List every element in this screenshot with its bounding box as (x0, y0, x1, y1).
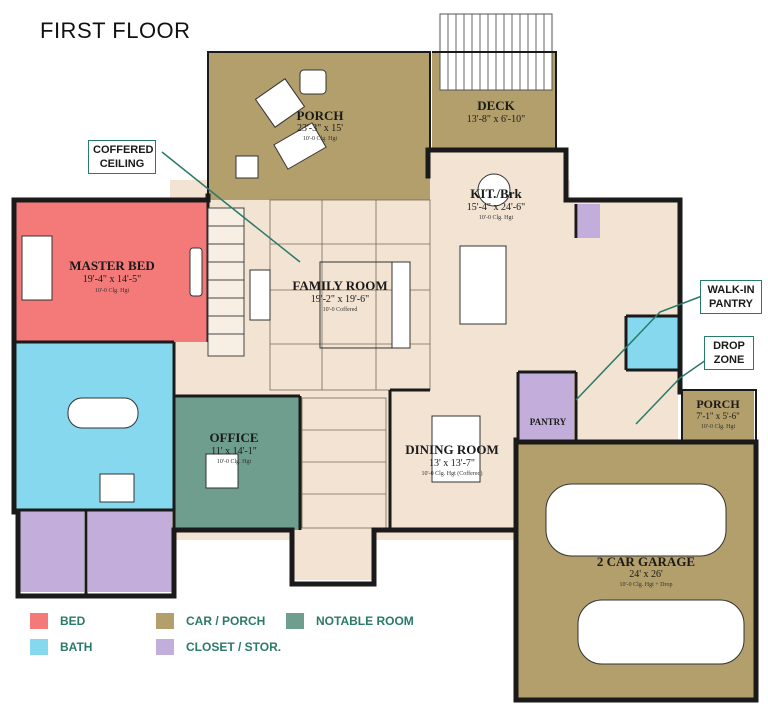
legend-label-car-porch: CAR / PORCH (186, 614, 266, 628)
legend-item-bath: BATH (30, 638, 92, 656)
porch-top-dims: 23'-3" x 15' (297, 123, 343, 134)
garage-note: 10'-0 Clg. Hgt + Drop (620, 582, 673, 588)
office-label: OFFICE 11' x 14'-1" 10'-0 Clg. Hgt (209, 430, 258, 465)
master-bed-name: MASTER BED (69, 258, 155, 273)
callout-walk-in-pantry: WALK-IN PANTRY (700, 280, 762, 314)
office-name: OFFICE (209, 430, 258, 445)
powder-bath (626, 316, 680, 370)
family-room-label: FAMILY ROOM 19'-2" x 19'-6" 10'-0 Coffer… (292, 278, 387, 313)
legend-swatch-closet (156, 639, 174, 655)
garage-label: 2 CAR GARAGE 24' x 26' 10'-0 Clg. Hgt + … (597, 554, 695, 588)
family-room-dims: 19'-2" x 19'-6" (311, 294, 369, 305)
master-bed-dims: 19'-4" x 14'-5" (83, 274, 141, 285)
garage-dims: 24' x 26' (629, 569, 663, 580)
family-room-note: 10'-0 Coffered (323, 306, 358, 313)
legend-label-notable-room: NOTABLE ROOM (316, 614, 414, 628)
family-room-name: FAMILY ROOM (292, 278, 387, 293)
legend-swatch-bath (30, 639, 48, 655)
legend-swatch-bed (30, 613, 48, 629)
pantry-name: PANTRY (530, 417, 567, 427)
porch-side-room (682, 390, 754, 442)
closet-left (20, 510, 84, 592)
porch-top-name: PORCH (297, 108, 344, 123)
porch-side-note: 10'-0 Clg. Hgt (701, 424, 736, 430)
office-dims: 11' x 14'-1" (211, 446, 257, 457)
legend-label-bath: BATH (60, 640, 93, 654)
garage-name: 2 CAR GARAGE (597, 554, 695, 569)
deck-name: DECK (477, 98, 515, 113)
kitchen-name: KIT./Brk (470, 186, 522, 201)
kitchen-label: KIT./Brk 15'-4" x 24'-6" 10'-0 Clg. Hgt (467, 186, 525, 221)
closet-right (88, 510, 172, 592)
master-bed-note: 10'-0 Clg. Hgt (95, 288, 130, 294)
callout-coffered-ceiling: COFFERED CEILING (88, 140, 156, 174)
callout-drop-zone: DROP ZONE (704, 336, 754, 370)
porch-side-name: PORCH (696, 397, 740, 411)
legend-label-bed: BED (60, 614, 86, 628)
office-note: 10'-0 Clg. Hgt (217, 459, 252, 465)
dining-room-label: DINING ROOM 13' x 13'-7" 10'-0 Clg. Hgt … (405, 442, 499, 477)
legend-swatch-car-porch (156, 613, 174, 629)
legend-item-closet: CLOSET / STOR. (156, 638, 281, 656)
page-title: FIRST FLOOR (40, 18, 191, 43)
porch-side-label: PORCH 7'-1" x 5'-6" 10'-0 Clg. Hgt (696, 397, 740, 430)
pantry-room (518, 372, 574, 440)
legend-item-car-porch: CAR / PORCH (156, 612, 265, 630)
dining-room-note: 10'-0 Clg. Hgt (Coffered) (422, 470, 483, 477)
deck-dims: 13'-8" x 6'-10" (467, 114, 525, 125)
furniture (21, 69, 745, 665)
porch-top-label: PORCH 23'-3" x 15' 10'-0 Clg. Hgt (297, 108, 344, 142)
main-stair (207, 207, 245, 357)
dining-room-dims: 13' x 13'-7" (429, 458, 475, 469)
callout-leaders (161, 151, 707, 425)
kitchen-note: 10'-0 Clg. Hgt (479, 215, 514, 221)
master-bed-label: MASTER BED 19'-4" x 14'-5" 10'-0 Clg. Hg… (69, 258, 155, 294)
legend-item-notable-room: NOTABLE ROOM (286, 612, 414, 630)
porch-rail (207, 51, 757, 442)
porch-side-dims: 7'-1" x 5'-6" (696, 411, 740, 421)
porch-top-note: 10'-0 Clg. Hgt (303, 136, 338, 142)
dining-room-name: DINING ROOM (405, 442, 499, 457)
legend-item-bed: BED (30, 612, 85, 630)
legend-swatch-notable-room (286, 613, 304, 629)
legend-label-closet: CLOSET / STOR. (186, 640, 282, 654)
deck-label: DECK 13'-8" x 6'-10" (467, 98, 525, 125)
kitchen-closet (578, 204, 600, 238)
kitchen-dims: 15'-4" x 24'-6" (467, 202, 525, 213)
